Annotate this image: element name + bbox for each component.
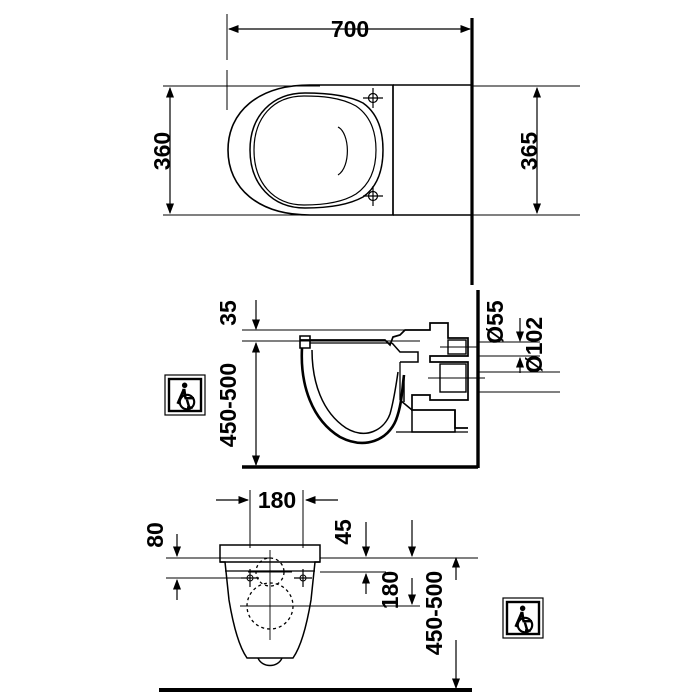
dim-label-180-vert: 180	[377, 571, 403, 609]
dim-label-35: 35	[215, 300, 241, 326]
section-bowl-outer-curve	[311, 349, 399, 434]
dim-label-450-500-section: 450-500	[215, 363, 241, 447]
dim-label-180-bolts: 180	[258, 487, 296, 513]
dim-label-360: 360	[149, 132, 175, 170]
front-bottom-notch	[257, 657, 283, 667]
section-seat-lip	[299, 335, 311, 349]
dim-label-80: 80	[142, 522, 168, 548]
plan-bolt-hole-lower	[363, 186, 383, 206]
plan-rear-block	[393, 84, 473, 216]
plan-seat-inner	[253, 95, 377, 206]
plan-view	[163, 14, 580, 285]
front-view	[159, 490, 478, 692]
dim-label-365: 365	[516, 132, 542, 171]
section-base-angle	[399, 399, 413, 411]
wheelchair-accessible-icon-section	[164, 374, 206, 416]
front-outlet-large-circle	[240, 582, 320, 630]
front-bolt-hole-left	[241, 569, 259, 587]
dim-label-45: 45	[330, 519, 356, 545]
dim-label-700: 700	[331, 16, 369, 42]
front-outlet-small-circle	[248, 550, 292, 640]
section-rim-step	[391, 342, 419, 363]
dim-label-dia55: Ø55	[482, 300, 508, 344]
plan-bowl-outline	[227, 84, 394, 216]
plan-flush-detail	[337, 126, 348, 176]
front-bolt-hole-right	[294, 569, 312, 587]
section-body-profile	[300, 322, 469, 429]
dim-label-dia102: Ø102	[521, 317, 547, 373]
section-outlet-large	[428, 363, 485, 393]
plan-seat-outer	[249, 92, 384, 209]
section-view	[242, 290, 560, 469]
front-body-outline	[219, 544, 321, 659]
dim-label-450-500-front: 450-500	[421, 571, 447, 655]
wheelchair-accessible-icon-front	[502, 597, 544, 639]
section-outlet-small	[440, 339, 478, 355]
plan-bolt-hole-upper	[363, 88, 383, 108]
